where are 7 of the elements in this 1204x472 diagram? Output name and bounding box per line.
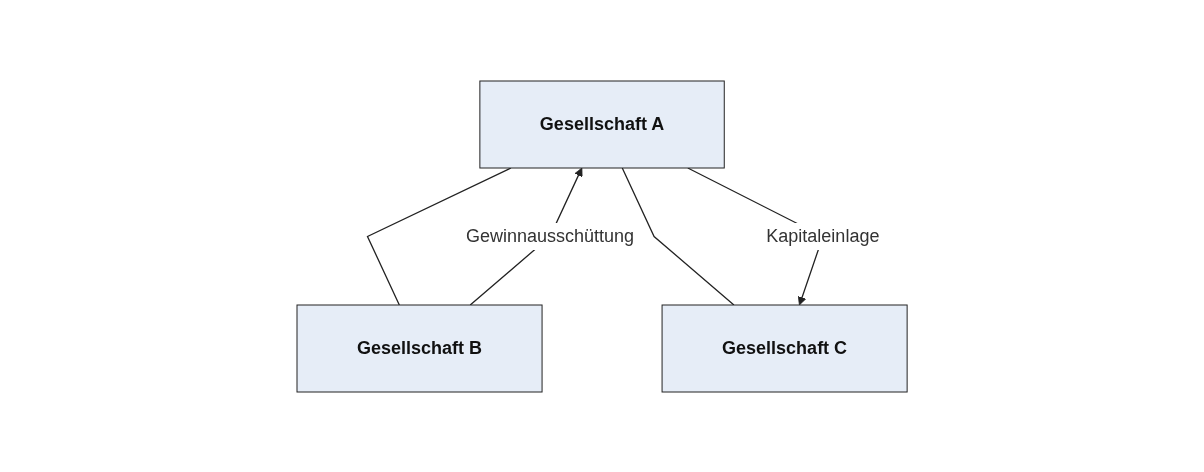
- connector: [621, 166, 735, 306]
- connector: [366, 166, 512, 306]
- node-box: Gesellschaft C: [661, 304, 908, 392]
- node-box: Gesellschaft B: [296, 304, 543, 392]
- node-box: Gesellschaft A: [479, 80, 725, 168]
- edge-label: Kapitaleinlage: [766, 225, 880, 246]
- edge-label: Gewinnausschüttung: [465, 225, 635, 246]
